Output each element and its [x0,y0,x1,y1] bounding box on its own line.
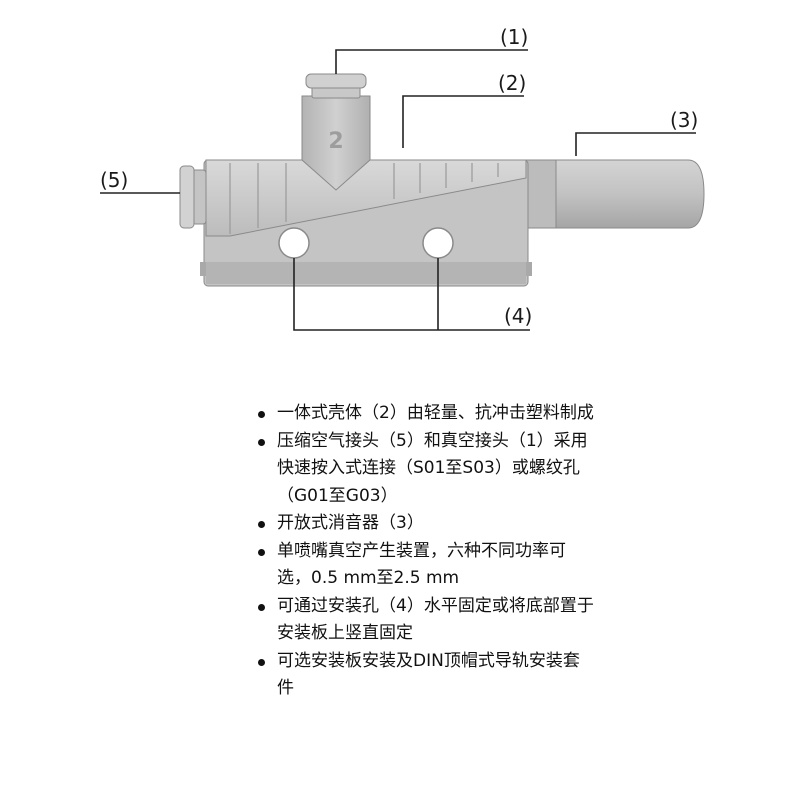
callout-labels: (1) (2) (3) (4) (5) [100,25,698,328]
feature-item: 单喷嘴真空产生装置，六种不同功率可选，0.5 mm至2.5 mm [255,538,595,593]
mounting-hole-right [422,227,454,259]
feature-list: 一体式壳体（2）由轻量、抗冲击塑料制成 压缩空气接头（5）和真空接头（1）采用快… [255,400,595,703]
callout-1: (1) [500,25,528,49]
feature-item: 可通过安装孔（4）水平固定或将底部置于安装板上竖直固定 [255,593,595,648]
leader-1 [335,49,528,74]
callout-4: (4) [504,304,532,328]
callout-5: (5) [100,168,128,192]
muffler [523,159,705,229]
ejector-diagram: 2 (1) (2) (3) (4) (5) [100,25,705,331]
ejector-body [200,159,532,287]
leader-4 [293,258,530,331]
compressed-air-port [179,165,207,229]
body-marking: 2 [328,129,343,154]
feature-item: 开放式消音器（3） [255,510,595,538]
callout-3: (3) [670,108,698,132]
leader-2 [402,95,524,148]
vacuum-port: 2 [301,73,371,191]
feature-item: 压缩空气接头（5）和真空接头（1）采用快速按入式连接（S01至S03）或螺纹孔（… [255,428,595,511]
mounting-hole-left [278,227,310,259]
callout-2: (2) [498,71,526,95]
leader-lines [100,49,696,331]
leader-3 [575,132,696,156]
feature-item: 可选安装板安装及DIN顶帽式导轨安装套件 [255,648,595,703]
feature-item: 一体式壳体（2）由轻量、抗冲击塑料制成 [255,400,595,428]
